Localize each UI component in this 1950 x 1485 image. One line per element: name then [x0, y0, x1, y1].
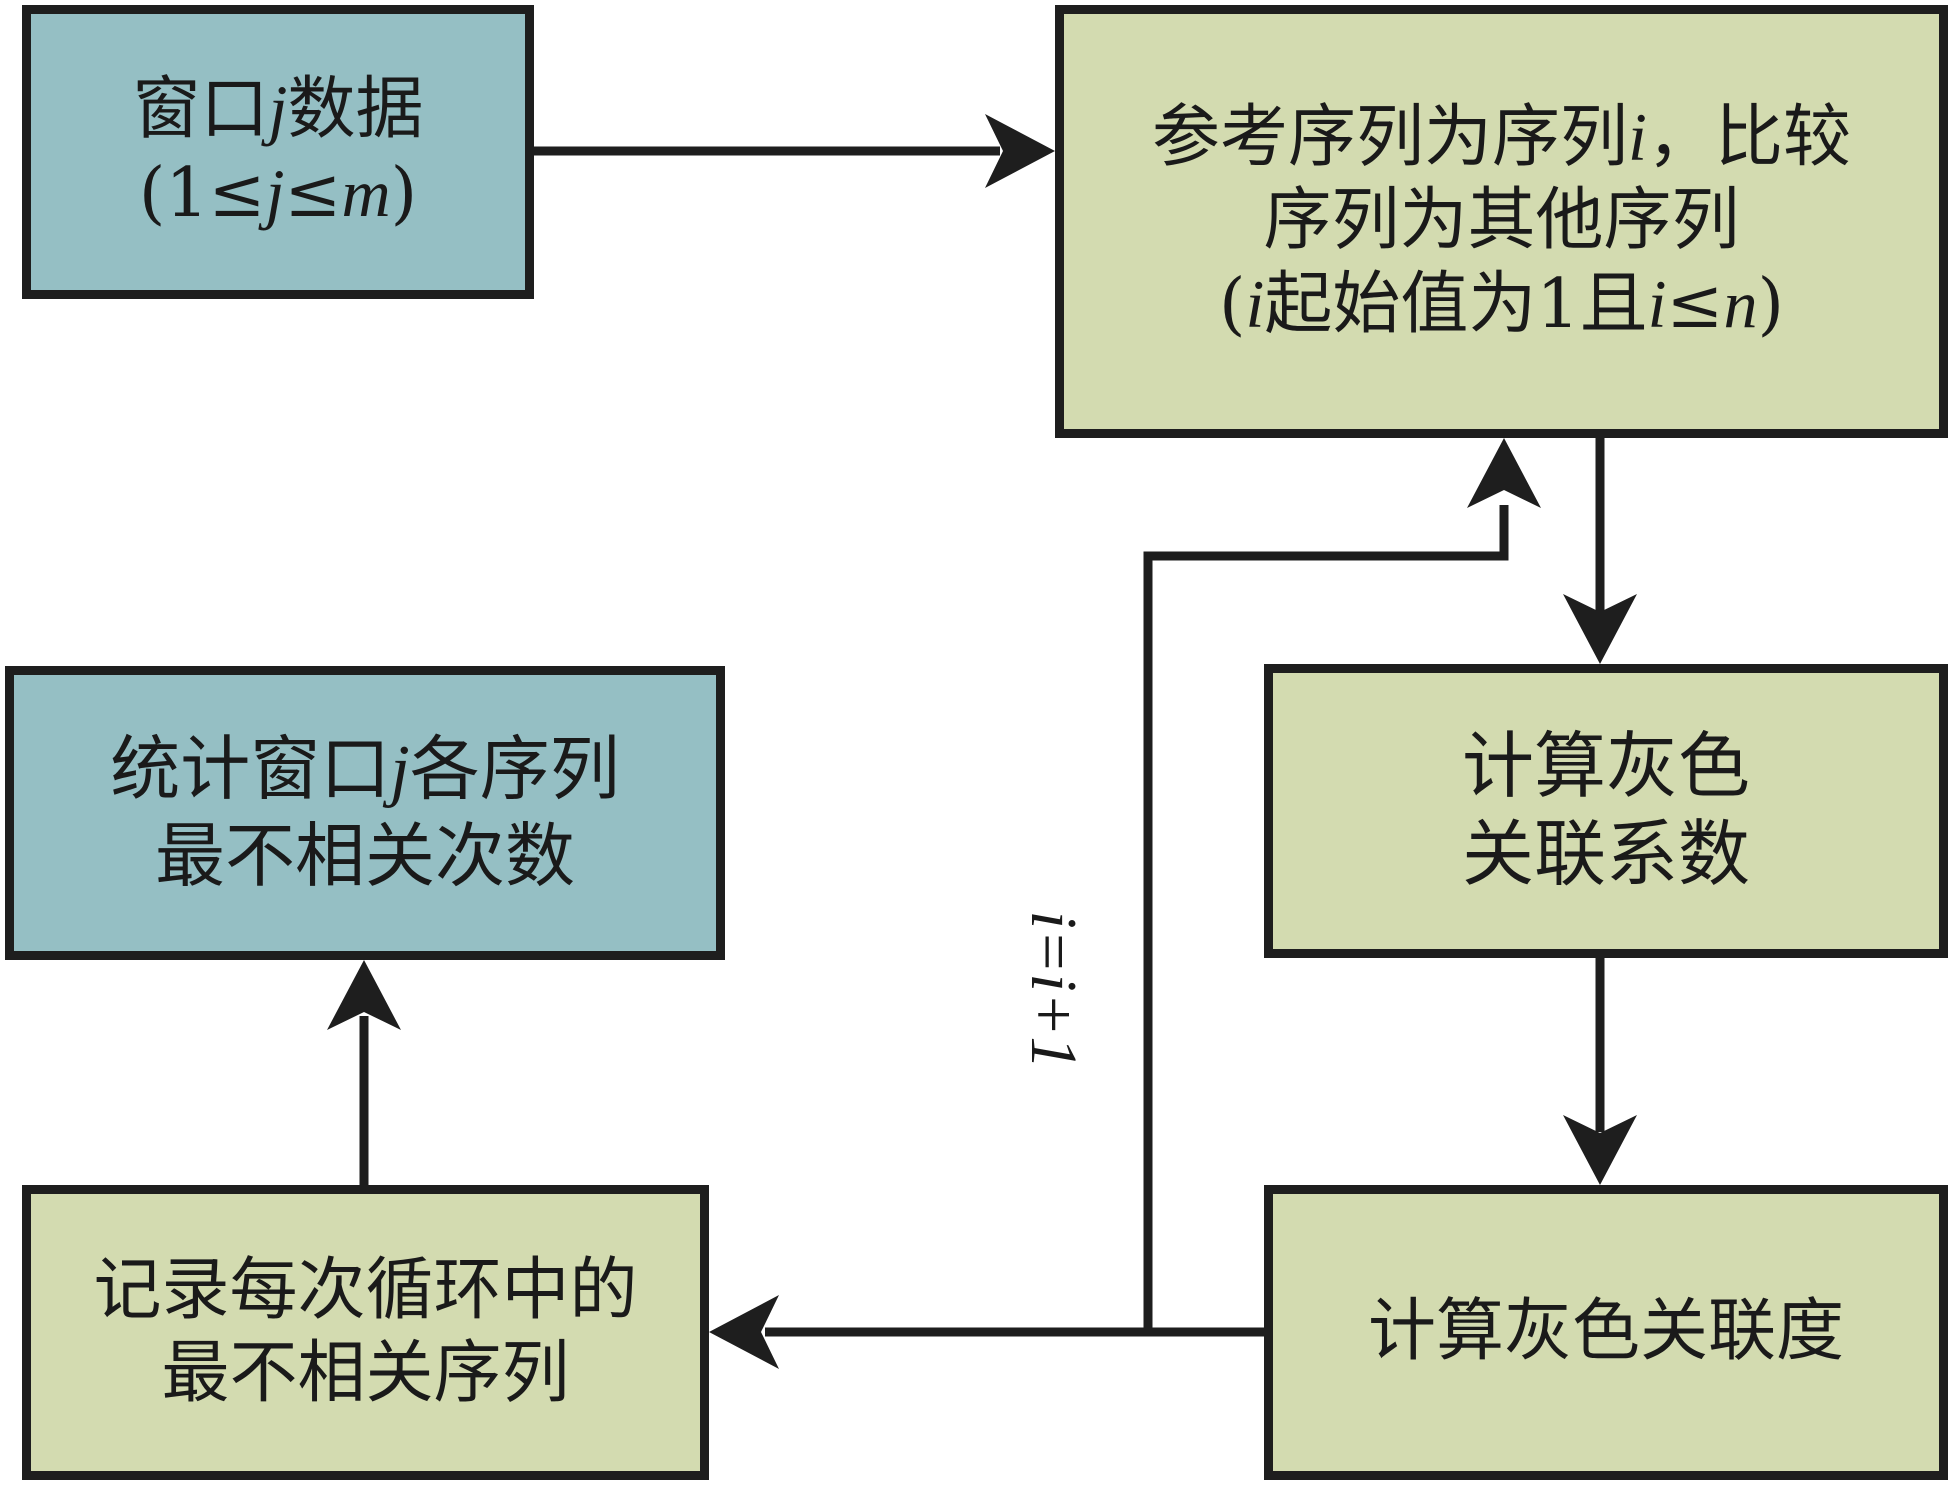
- arrowhead-loop: [1467, 438, 1541, 508]
- arrowhead-coef: [1563, 594, 1637, 664]
- record-line-2: 最不相关序列: [161, 1333, 570, 1413]
- reference-line-3: (i起始值为1且i≤n): [1218, 264, 1785, 344]
- count-line-2: 最不相关次数: [155, 814, 575, 897]
- count-least-correlated-box: 统计窗口j各序列 最不相关次数: [5, 666, 725, 960]
- grey-relational-coefficient-box: 计算灰色 关联系数: [1264, 664, 1948, 958]
- record-least-correlated-box: 记录每次循环中的 最不相关序列: [22, 1185, 709, 1480]
- arrowhead-count: [327, 960, 401, 1030]
- reference-line-1: 参考序列为序列i，比较: [1152, 98, 1851, 178]
- degree-line-1: 计算灰色关联度: [1367, 1292, 1844, 1372]
- connector-loop-back: [1143, 505, 1509, 1332]
- record-line-1: 记录每次循环中的: [93, 1250, 638, 1330]
- window-data-line-2: (1≤j≤m): [138, 154, 418, 233]
- grey-relational-degree-box: 计算灰色关联度: [1264, 1185, 1948, 1480]
- arrowhead-degree: [1563, 1115, 1637, 1185]
- window-data-line-1: 窗口j数据: [132, 70, 424, 150]
- reference-line-2: 序列为其他序列: [1263, 181, 1740, 261]
- loop-increment-label: i=i+1: [1017, 910, 1090, 1070]
- arrowhead-reference: [985, 114, 1055, 188]
- arrowhead-record: [709, 1295, 779, 1369]
- count-line-1: 统计窗口j各序列: [110, 728, 620, 811]
- coefficient-line-2: 关联系数: [1461, 812, 1750, 896]
- window-data-box: 窗口j数据 (1≤j≤m): [22, 5, 534, 299]
- coefficient-line-1: 计算灰色: [1461, 724, 1750, 809]
- reference-sequence-box: 参考序列为序列i，比较 序列为其他序列 (i起始值为1且i≤n): [1055, 5, 1948, 438]
